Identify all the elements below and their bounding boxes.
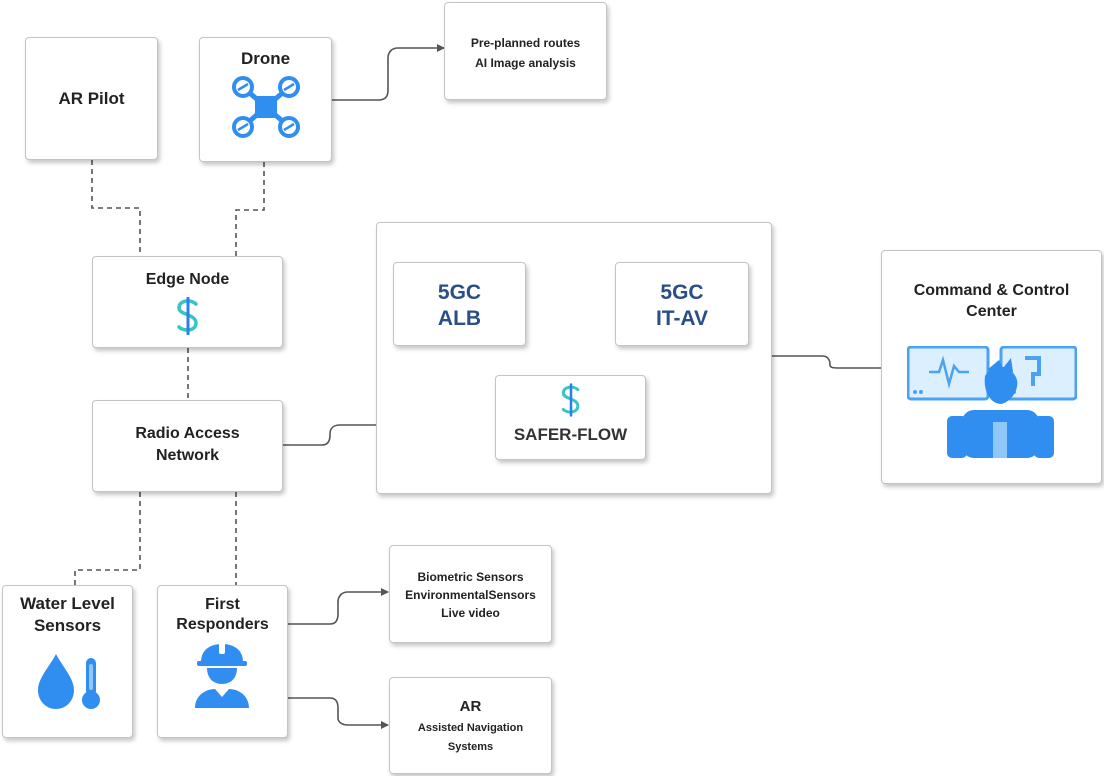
drone-label: Drone <box>240 49 291 68</box>
itav-node[interactable]: 5GC IT-AV <box>615 262 749 346</box>
water-drop-thermometer-icon <box>38 654 100 709</box>
water-sensors-label-line: Sensors <box>33 616 102 635</box>
ar-navigation-node[interactable]: AR Assisted Navigation Systems <box>389 677 552 774</box>
responder-sensor-line: EnvironmentalSensors <box>405 588 536 602</box>
first-responders-node[interactable]: First Responders <box>157 585 288 738</box>
link-ran-core <box>283 424 376 446</box>
alb-label-line: 5GC <box>437 281 482 304</box>
ran-label-line: Radio Access <box>135 425 240 442</box>
itav-label-line: 5GC <box>660 281 704 304</box>
ar-navigation-line: Assisted Navigation <box>417 722 524 734</box>
safer-flow-logo-icon <box>177 297 198 335</box>
ar-pilot-node[interactable]: AR Pilot <box>25 37 158 160</box>
ar-pilot-label: AR Pilot <box>58 89 125 108</box>
first-responders-label-line: First <box>205 596 240 613</box>
alb-label-line: ALB <box>437 307 482 330</box>
alb-node[interactable]: 5GC ALB <box>393 262 526 346</box>
link-ran-water <box>74 492 141 585</box>
link-core-command <box>772 355 881 369</box>
drone-node[interactable]: Drone <box>199 37 332 162</box>
edge-node[interactable]: Edge Node <box>92 256 283 348</box>
water-sensors-node[interactable]: Water Level Sensors <box>2 585 133 738</box>
drone-icon <box>232 76 300 138</box>
link-responders-sensors <box>288 588 389 625</box>
drone-feature-line: Pre-planned routes <box>470 36 581 50</box>
operator-monitors-icon <box>907 346 1077 458</box>
water-sensors-label-line: Water Level <box>20 594 115 613</box>
command-center-label-line: Command & Control <box>913 282 1070 299</box>
ran-node[interactable]: Radio Access Network <box>92 400 283 492</box>
hardhat-worker-icon <box>195 642 249 708</box>
drone-features-node[interactable]: Pre-planned routes AI Image analysis <box>444 2 607 100</box>
command-center-label-line: Center <box>966 303 1017 320</box>
responder-sensor-line: Live video <box>441 606 500 620</box>
first-responders-label-line: Responders <box>176 616 269 633</box>
safer-flow-logo-icon <box>561 383 580 417</box>
ar-navigation-title: AR <box>459 698 482 715</box>
edge-node-label: Edge Node <box>145 271 230 288</box>
link-drone-edge <box>235 162 265 256</box>
link-arpilot-edge <box>91 160 141 256</box>
safer-flow-label: SAFER-FLOW <box>513 425 628 444</box>
drone-feature-line: AI Image analysis <box>475 56 576 70</box>
ar-navigation-line: Systems <box>447 741 494 753</box>
ran-label-line: Network <box>155 447 220 464</box>
safer-flow-node[interactable]: SAFER-FLOW <box>495 375 646 460</box>
responder-sensor-line: Biometric Sensors <box>417 570 524 584</box>
command-center-node[interactable]: Command & Control Center <box>881 250 1102 484</box>
responder-sensors-node[interactable]: Biometric Sensors EnvironmentalSensors L… <box>389 545 552 643</box>
link-drone-features <box>332 44 445 101</box>
link-responders-ar <box>288 697 389 729</box>
itav-label-line: IT-AV <box>655 307 709 330</box>
